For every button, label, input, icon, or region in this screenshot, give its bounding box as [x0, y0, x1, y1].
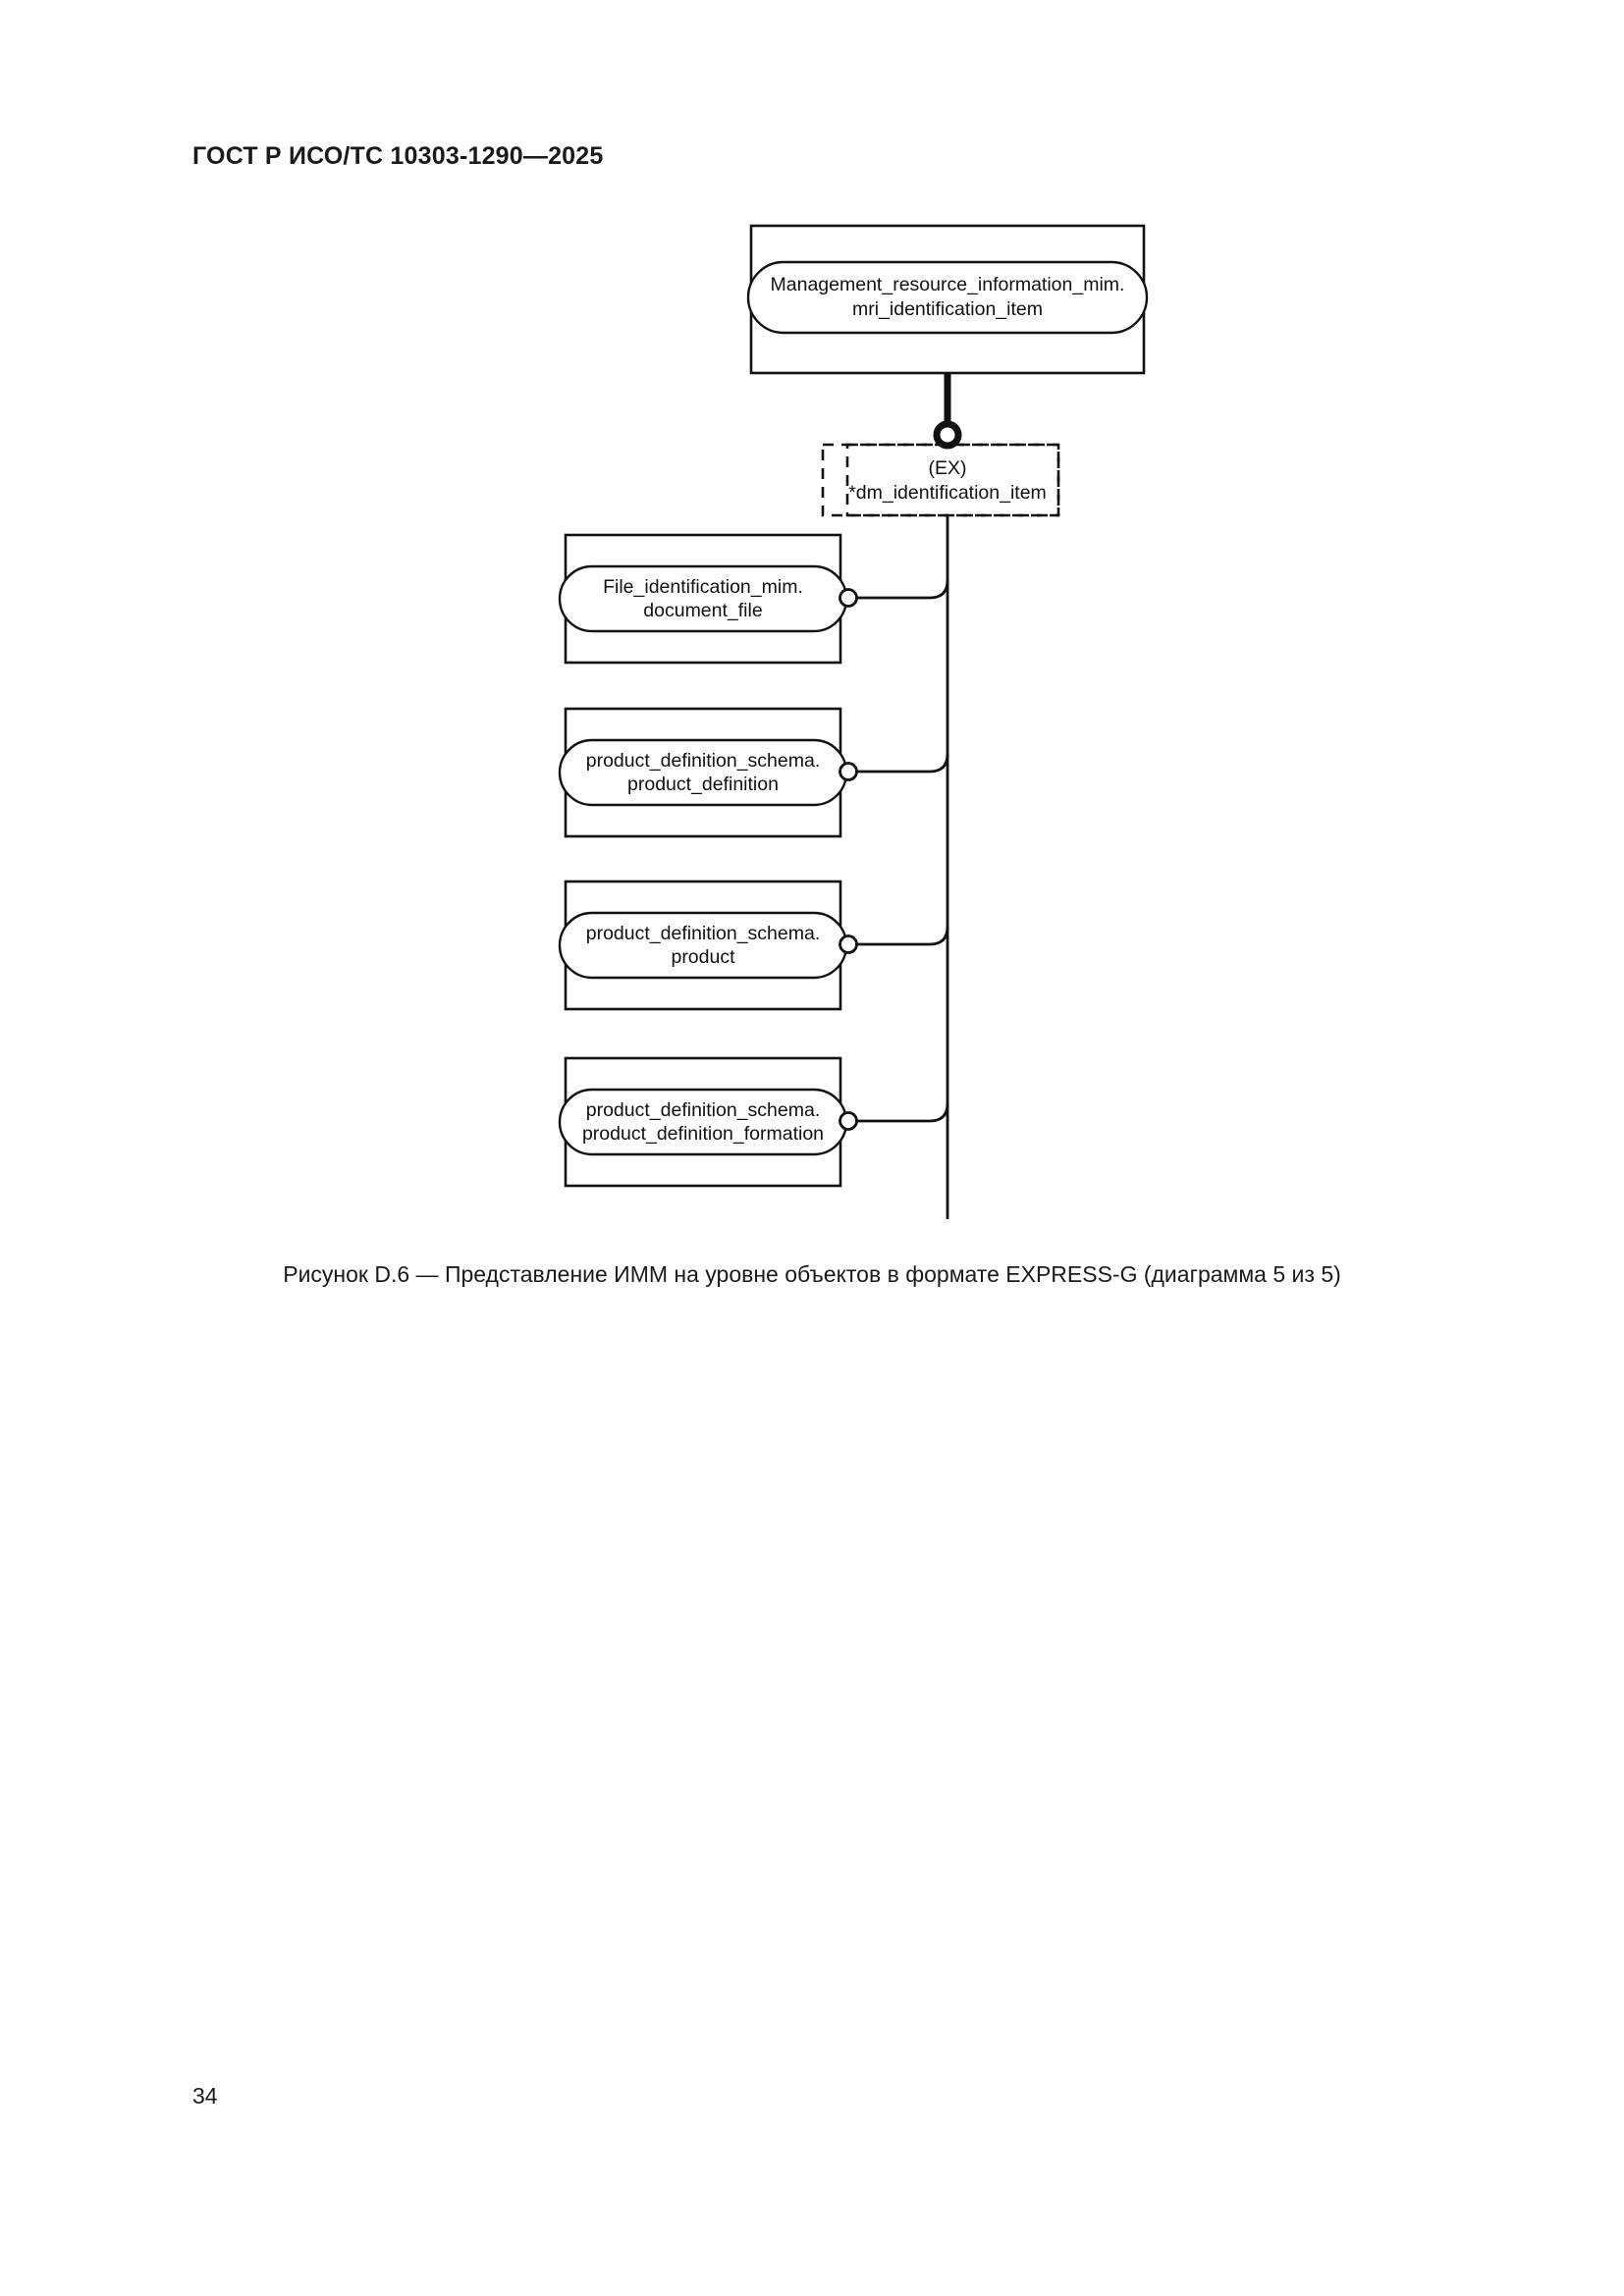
select-node-ex-marker: (EX): [929, 457, 967, 479]
select-node-entity-label: *dm_identification_item: [848, 482, 1047, 504]
member-node-group-2: product_definition_schema. product_defin…: [558, 707, 858, 838]
root-node-schema-label: Management_resource_information_mim.: [771, 274, 1125, 295]
member-node-entity-label-4: product_definition_formation: [582, 1123, 824, 1145]
member-node-connector-circle-4: [839, 1111, 858, 1131]
supertype-ring-marker: [933, 420, 962, 450]
select-node-group: (EX) *dm_identification_item: [821, 443, 1060, 517]
root-node-group: Management_resource_information_mim. mri…: [746, 224, 1149, 375]
figure-caption: Рисунок D.6 — Представление ИММ на уровн…: [283, 1261, 1341, 1287]
member-node-schema-label-3: product_definition_schema.: [586, 923, 821, 944]
member-node-entity-label-3: product: [671, 946, 735, 968]
select-node-outer-dashed-box: [821, 443, 1060, 517]
member-node-group-3: product_definition_schema. product: [558, 880, 858, 1011]
branch-line-4: [851, 1102, 949, 1123]
supertype-connector-group: [933, 373, 962, 450]
branch-line-2: [851, 753, 949, 774]
member-node-group-4: product_definition_schema. product_defin…: [558, 1056, 858, 1188]
root-node-entity-label: mri_identification_item: [852, 298, 1043, 320]
express-g-figure: Management_resource_information_mim. mri…: [0, 211, 1624, 1252]
member-node-entity-label-2: product_definition: [627, 774, 779, 795]
member-node-entity-label-1: document_file: [643, 600, 762, 621]
member-node-connector-circle-2: [839, 762, 858, 781]
member-node-schema-label-4: product_definition_schema.: [586, 1099, 821, 1121]
branch-line-1: [851, 579, 949, 600]
member-node-schema-label-1: File_identification_mim.: [603, 576, 803, 598]
document-header-standard-number: ГОСТ Р ИСО/ТС 10303-1290—2025: [192, 142, 604, 170]
express-g-diagram-canvas: Management_resource_information_mim. mri…: [558, 224, 1149, 1219]
member-node-connector-circle-3: [839, 934, 858, 954]
page-number: 34: [192, 2083, 218, 2109]
select-branch-connectors: [851, 515, 949, 1219]
member-node-group-1: File_identification_mim. document_file: [558, 533, 858, 665]
branch-line-3: [851, 926, 949, 946]
root-node-rounded-box: [746, 260, 1149, 335]
select-node-inner-dashed-box: [845, 443, 1060, 517]
member-node-schema-label-2: product_definition_schema.: [586, 750, 821, 772]
member-node-connector-circle-1: [839, 588, 858, 608]
